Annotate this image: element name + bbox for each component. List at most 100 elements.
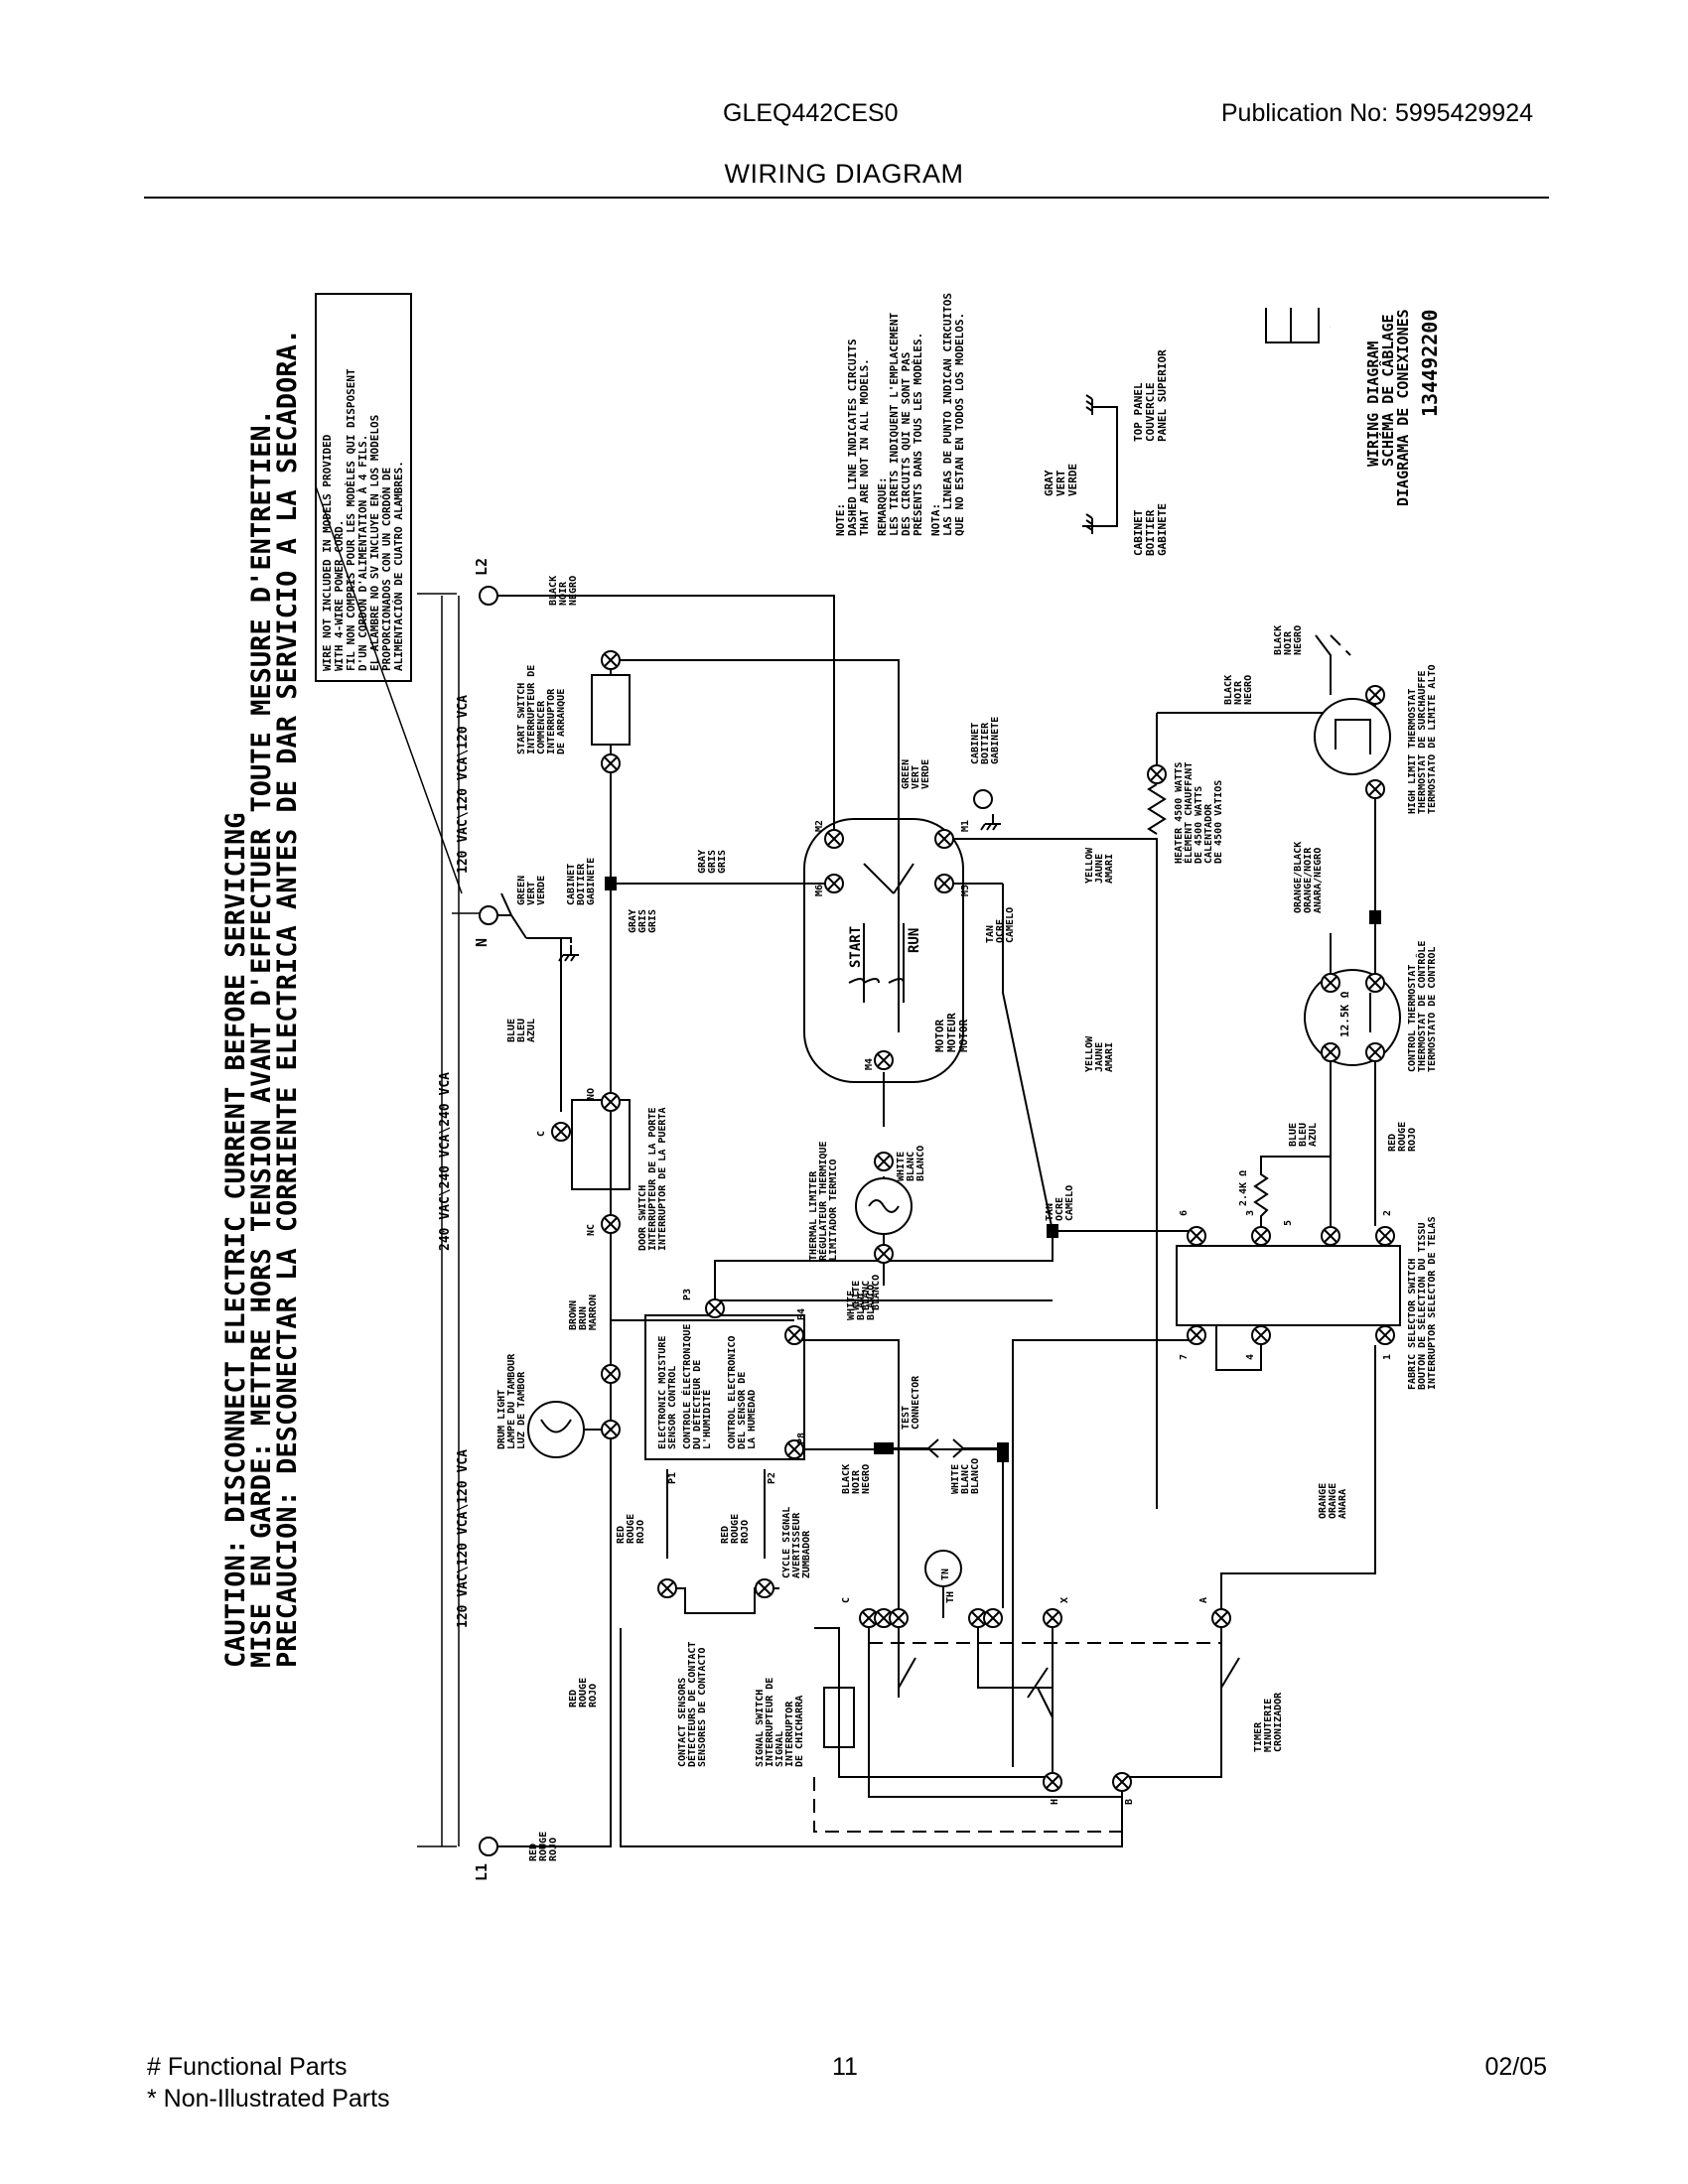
header-rule [144,197,1549,199]
timer-pin-x: X [1059,1597,1070,1603]
svg-text:ORANGE: ORANGE [1318,1483,1329,1519]
svg-text:ELECTRONIC MOISTURE: ELECTRONIC MOISTURE [657,1336,668,1449]
label-gray-lower: GRAY GRIS GRIS [628,909,658,933]
svg-text:ANARA: ANARA [1337,1489,1348,1519]
svg-text:AVERTISSEUR: AVERTISSEUR [791,1512,802,1578]
svg-text:VERT: VERT [911,765,921,789]
svg-text:YELLOW: YELLOW [1084,847,1095,884]
footer-functional-parts: # Functional Parts [147,2053,348,2081]
svg-text:PANEL SUPERIOR: PANEL SUPERIOR [1156,349,1169,442]
caution-es: PRECAUCION: DESCONECTAR LA CORRIENTE ELE… [272,329,303,1668]
svg-text:THERMOSTAT DE SURCHAUFFE: THERMOSTAT DE SURCHAUFFE [1417,671,1428,815]
svg-text:LUZ DE TAMBOR: LUZ DE TAMBOR [516,1371,527,1449]
svg-text:E: E [1330,327,1332,328]
wiring [497,595,1401,1847]
timer-pin-h: H [1050,1799,1060,1805]
label-start-switch: START SWITCH INTERRUPTEUR DE COMMENCER I… [516,665,567,754]
pin-c: C [536,1131,547,1137]
voltage-bottom: 120 VAC\120 VCA\120 VCA [456,1449,471,1628]
svg-text:BLANC: BLANC [906,1152,916,1181]
svg-text:ROUGE: ROUGE [626,1514,636,1544]
svg-text:MINUTERIE: MINUTERIE [1263,1699,1274,1752]
publication-number: Publication No: 5995429924 [1220,99,1533,127]
svg-text:BLACK: BLACK [1273,625,1284,655]
svg-text:CRONIZADOR: CRONIZADOR [1273,1692,1284,1752]
svg-text:AZUL: AZUL [526,1019,537,1042]
wire-note-4: D'UN CORDON D'ALIMENTATION À 4 FILS. [356,435,369,671]
svg-text:TERMOSTATO DE CONTROL: TERMOSTATO DE CONTROL [1427,947,1438,1072]
label-high-limit: HIGH LIMIT THERMOSTAT THERMOSTAT DE SURC… [1407,664,1438,814]
label-door-switch: DOOR SWITCH INTERRUPTEUR DE LA PORTE INT… [637,1108,668,1252]
svg-text:INTERRUPTOR: INTERRUPTOR [546,688,557,754]
pin-m1: M1 [960,820,971,832]
svg-text:BLANC: BLANC [856,1291,867,1320]
svg-text:GRIS: GRIS [647,909,658,933]
diagram-title-block: WIRING DIAGRAM SCHÉMA DE CÂBLAGE DIAGRAM… [1364,309,1442,506]
code-letter: E [1265,308,1332,343]
label-black-heater: BLACK NOIR NEGRO [1223,675,1254,705]
svg-text:START SWITCH: START SWITCH [516,683,527,754]
timer-pin-a: A [1198,1597,1209,1603]
svg-text:NOIR: NOIR [1283,630,1294,655]
svg-text:BROWN: BROWN [568,1300,579,1330]
svg-text:BLEU: BLEU [516,1019,527,1042]
svg-text:TIMER: TIMER [1253,1721,1264,1752]
svg-text:JAUNE: JAUNE [1094,1042,1105,1072]
svg-text:LES TIRETS INDIQUENT L'EMPLACE: LES TIRETS INDIQUENT L'EMPLACEMENT [888,312,901,536]
svg-text:ROJO: ROJO [588,1684,599,1707]
high-limit-thermostat [1314,698,1391,775]
wire-note-1: WIRE NOT INCLUDED IN MODELS PROVIDED [321,434,334,671]
pin-no: NO [586,1088,597,1100]
fabric-pin-1: 1 [1382,1354,1393,1360]
svg-text:ROJO: ROJO [740,1520,751,1544]
svg-text:BLUE: BLUE [1288,1123,1299,1147]
svg-text:WHITE: WHITE [950,1464,961,1494]
label-heater: HEATER 4500 WATTS ÉLÉMENT CHAUFFANT DE 4… [1174,762,1224,864]
svg-text:BOITIER: BOITIER [980,722,991,764]
label-red-p2: RED ROUGE ROJO [720,1514,751,1544]
svg-text:MARRON: MARRON [588,1295,599,1330]
label-white-limiter: WHITE BLANC BLANCO [851,1275,882,1310]
svg-text:AZUL: AZUL [1308,1123,1319,1147]
label-yellow-lower: YELLOW JAUNE AMARI [1084,1035,1115,1072]
motor-ground-icon [980,813,1002,831]
svg-text:CALENTADOR: CALENTADOR [1203,803,1214,864]
svg-text:SIGNAL SWITCH: SIGNAL SWITCH [755,1690,766,1767]
label-fabric-switch: FABRIC SELECTOR SWITCH BOUTON DE SÉLECTI… [1407,1216,1438,1390]
svg-text:GABINETE: GABINETE [586,858,597,905]
svg-text:GABINETE: GABINETE [1156,503,1169,556]
fabric-pin-2: 2 [1382,1210,1393,1216]
svg-text:LAS LINEAS DE PUNTO INDICAN CI: LAS LINEAS DE PUNTO INDICAN CIRCUITOS [941,293,954,536]
fabric-pin-5: 5 [1283,1220,1294,1226]
svg-text:VERT: VERT [1055,470,1067,496]
svg-text:L2: L2 [473,558,491,576]
pin-m4: M4 [864,1058,875,1070]
svg-text:NOIR: NOIR [558,581,569,606]
svg-text:BLANC: BLANC [861,1281,872,1310]
pin-m6: M6 [814,885,825,896]
svg-text:VERDE: VERDE [1066,464,1079,496]
svg-text:INTERRUPTOR SELECTOR DE TELAS: INTERRUPTOR SELECTOR DE TELAS [1427,1216,1438,1390]
label-black-l2: BLACK NOIR NEGRO [548,576,579,606]
dashed-circuits [813,634,1351,1833]
svg-text:RED: RED [616,1526,627,1544]
svg-text:YELLOW: YELLOW [1084,1035,1095,1072]
svg-text:BOITIER: BOITIER [1144,509,1157,556]
label-orange-black: ORANGE/BLACK ORANGE/NOIR ANARA/NEGRO [1293,842,1324,913]
label-tan-motor: TAN OCRE CAMELO [985,907,1016,943]
svg-text:DÉTECTEURS DE CONTACT: DÉTECTEURS DE CONTACT [685,1642,698,1767]
svg-text:CONTACT SENSORS: CONTACT SENSORS [677,1678,688,1767]
svg-text:TAN: TAN [985,925,996,943]
svg-text:NOTA:: NOTA: [929,503,942,536]
svg-text:SENSORES DE CONTACTO: SENSORES DE CONTACTO [697,1648,708,1767]
svg-text:CAMELO: CAMELO [1064,1185,1075,1221]
fabric-pin-3: 3 [1245,1210,1256,1216]
label-test-connector: TEST CONNECTOR [901,1375,921,1430]
svg-text:NEGRO: NEGRO [1243,675,1254,705]
svg-text:JAUNE: JAUNE [1094,854,1105,884]
voltage-top: 120 VAC\120 VCA\120 VCA [456,695,471,874]
timer-pin-c: C [841,1597,852,1603]
svg-text:LIMITADOR TERMICO: LIMITADOR TERMICO [828,1160,839,1261]
svg-text:RUN: RUN [907,928,922,953]
